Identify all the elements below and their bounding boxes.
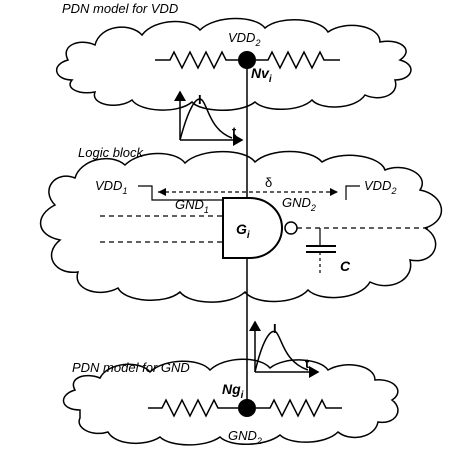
- vdd1-label: VDD1: [95, 178, 127, 196]
- capacitor-label: C: [340, 258, 351, 274]
- ng-label: Ngi: [222, 381, 244, 401]
- capacitor: [306, 228, 336, 276]
- delta-label: δ: [265, 175, 272, 190]
- vdd2-top-label: VDD2: [228, 30, 260, 48]
- gate-label: Gi: [236, 221, 250, 241]
- time-label-bottom: t: [305, 356, 310, 371]
- node-ng: [238, 399, 256, 417]
- logic-block-title: Logic block: [78, 145, 145, 160]
- resistor-top-left: [155, 50, 238, 70]
- pdn-vdd-title: PDN model for VDD: [62, 1, 178, 16]
- pdn-gnd-cloud: [62, 358, 399, 446]
- vdd2-mid-label: VDD2: [364, 178, 396, 196]
- vdd2-wire: [345, 185, 360, 200]
- resistor-bottom-right: [256, 398, 342, 418]
- gnd2-mid-label: GND2: [282, 195, 316, 213]
- gnd2-bottom-label: GND2: [228, 428, 262, 446]
- pdn-gnd-title: PDN model for GND: [72, 360, 190, 375]
- resistor-bottom-left: [148, 398, 238, 418]
- current-pulse-top: [174, 90, 244, 146]
- gnd1-label: GND1: [175, 197, 209, 215]
- current-pulse-bottom: [249, 320, 320, 378]
- nv-label: Nvi: [251, 65, 272, 85]
- nand-bubble: [284, 221, 298, 235]
- vdd1-wire: [138, 185, 223, 201]
- current-label-top: I: [198, 92, 202, 107]
- pdn-vdd-cloud: [56, 17, 412, 111]
- node-nv: [238, 51, 256, 69]
- time-label-top: t: [232, 124, 237, 139]
- current-label-bottom: I: [273, 321, 277, 336]
- nand-gate: [222, 197, 283, 259]
- resistor-top-right: [256, 50, 340, 70]
